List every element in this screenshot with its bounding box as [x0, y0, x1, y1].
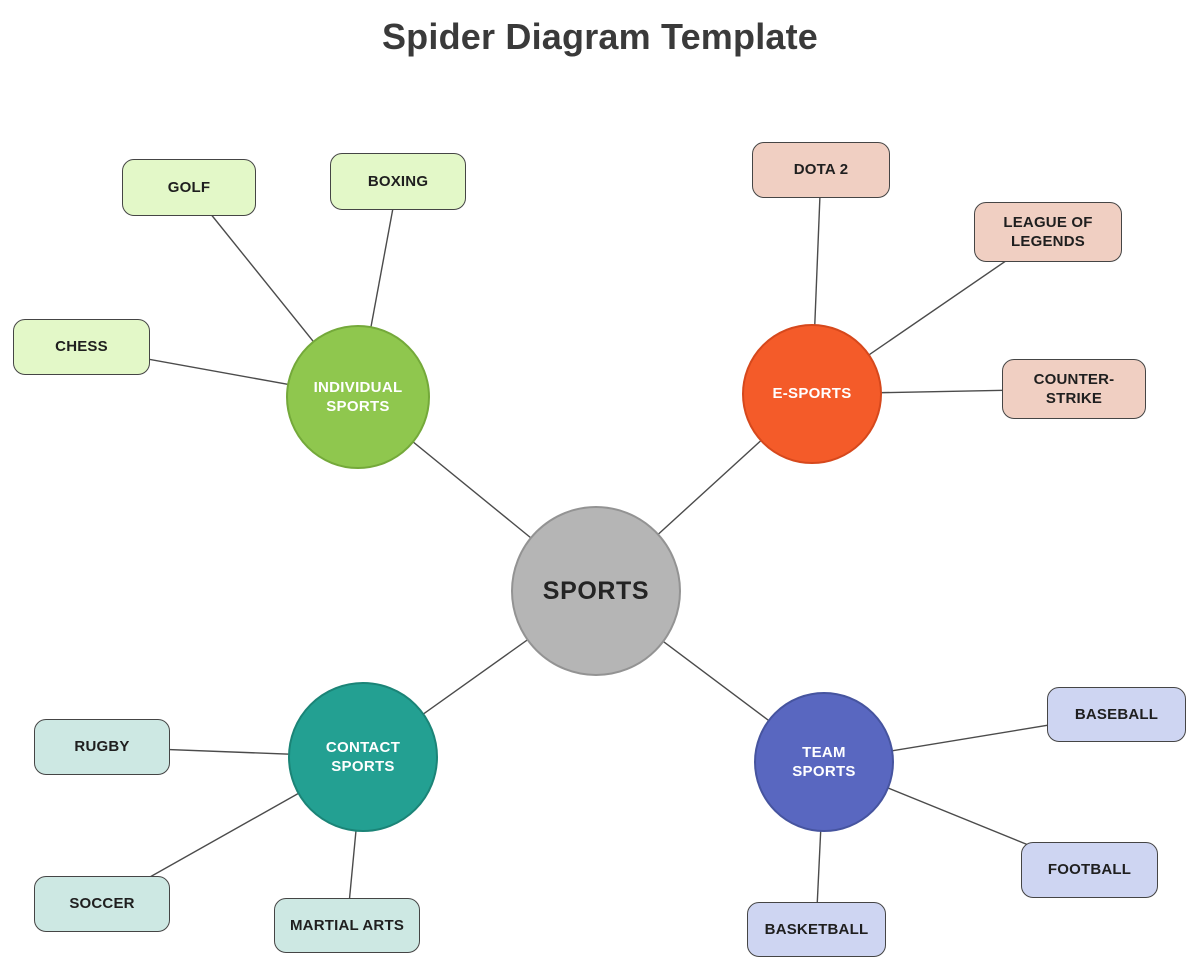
leaf-node-chess: CHESS — [13, 319, 150, 375]
branch-node-individual-sports: INDIVIDUAL SPORTS — [286, 325, 430, 469]
branch-node-contact-sports: CONTACT SPORTS — [288, 682, 438, 832]
leaf-node-soccer: SOCCER — [34, 876, 170, 932]
center-node-sports: SPORTS — [511, 506, 681, 676]
leaf-node-league-of-legends: LEAGUE OF LEGENDS — [974, 202, 1122, 262]
diagram-title: Spider Diagram Template — [381, 16, 819, 57]
branch-node-team-sports: TEAM SPORTS — [754, 692, 894, 832]
leaf-node-football: FOOTBALL — [1021, 842, 1158, 898]
leaf-node-boxing: BOXING — [330, 153, 466, 210]
leaf-node-basketball: BASKETBALL — [747, 902, 886, 957]
leaf-node-dota-2: DOTA 2 — [752, 142, 890, 198]
leaf-node-counter-strike: COUNTER- STRIKE — [1002, 359, 1146, 419]
leaf-node-martial-arts: MARTIAL ARTS — [274, 898, 420, 953]
leaf-node-baseball: BASEBALL — [1047, 687, 1186, 742]
leaf-node-rugby: RUGBY — [34, 719, 170, 775]
leaf-node-golf: GOLF — [122, 159, 256, 216]
branch-node-e-sports: E-SPORTS — [742, 324, 882, 464]
